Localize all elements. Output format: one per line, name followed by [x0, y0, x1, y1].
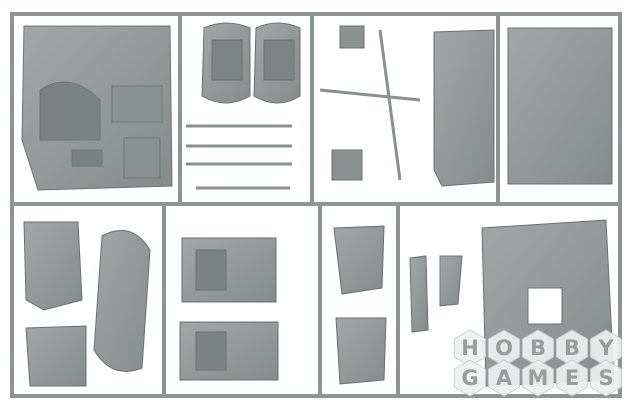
sprue-frame [10, 12, 622, 398]
door-parts [179, 237, 279, 381]
watermark-hexagon [589, 359, 623, 397]
watermark-letter: Y [597, 336, 614, 360]
watermark-letter: O [495, 336, 513, 360]
watermark-hexagon [487, 329, 521, 367]
watermark-letter: G [461, 366, 478, 390]
seat-parts [201, 22, 301, 104]
panel-parts [331, 25, 613, 187]
watermark-letter: A [496, 366, 513, 390]
watermark-letter: E [565, 366, 579, 390]
watermark-hexagon [589, 329, 623, 367]
watermark-letter: S [598, 366, 613, 390]
watermark-hexagon [555, 359, 589, 397]
watermark-letter: M [528, 366, 549, 390]
watermark-hexagon [521, 359, 555, 397]
strut-parts [186, 29, 421, 190]
watermark-letter: H [461, 336, 479, 360]
cab-floor-part [21, 25, 173, 191]
watermark-hexagon [453, 359, 487, 397]
bracket-parts [333, 225, 463, 385]
watermark-hexagon [555, 329, 589, 367]
watermark-letter: B [530, 336, 546, 360]
side-parts [23, 221, 151, 387]
watermark-letter: B [564, 336, 580, 360]
watermark-hexagon [453, 329, 487, 367]
watermark-hexagon [487, 359, 521, 397]
watermark-hexagon [521, 329, 555, 367]
